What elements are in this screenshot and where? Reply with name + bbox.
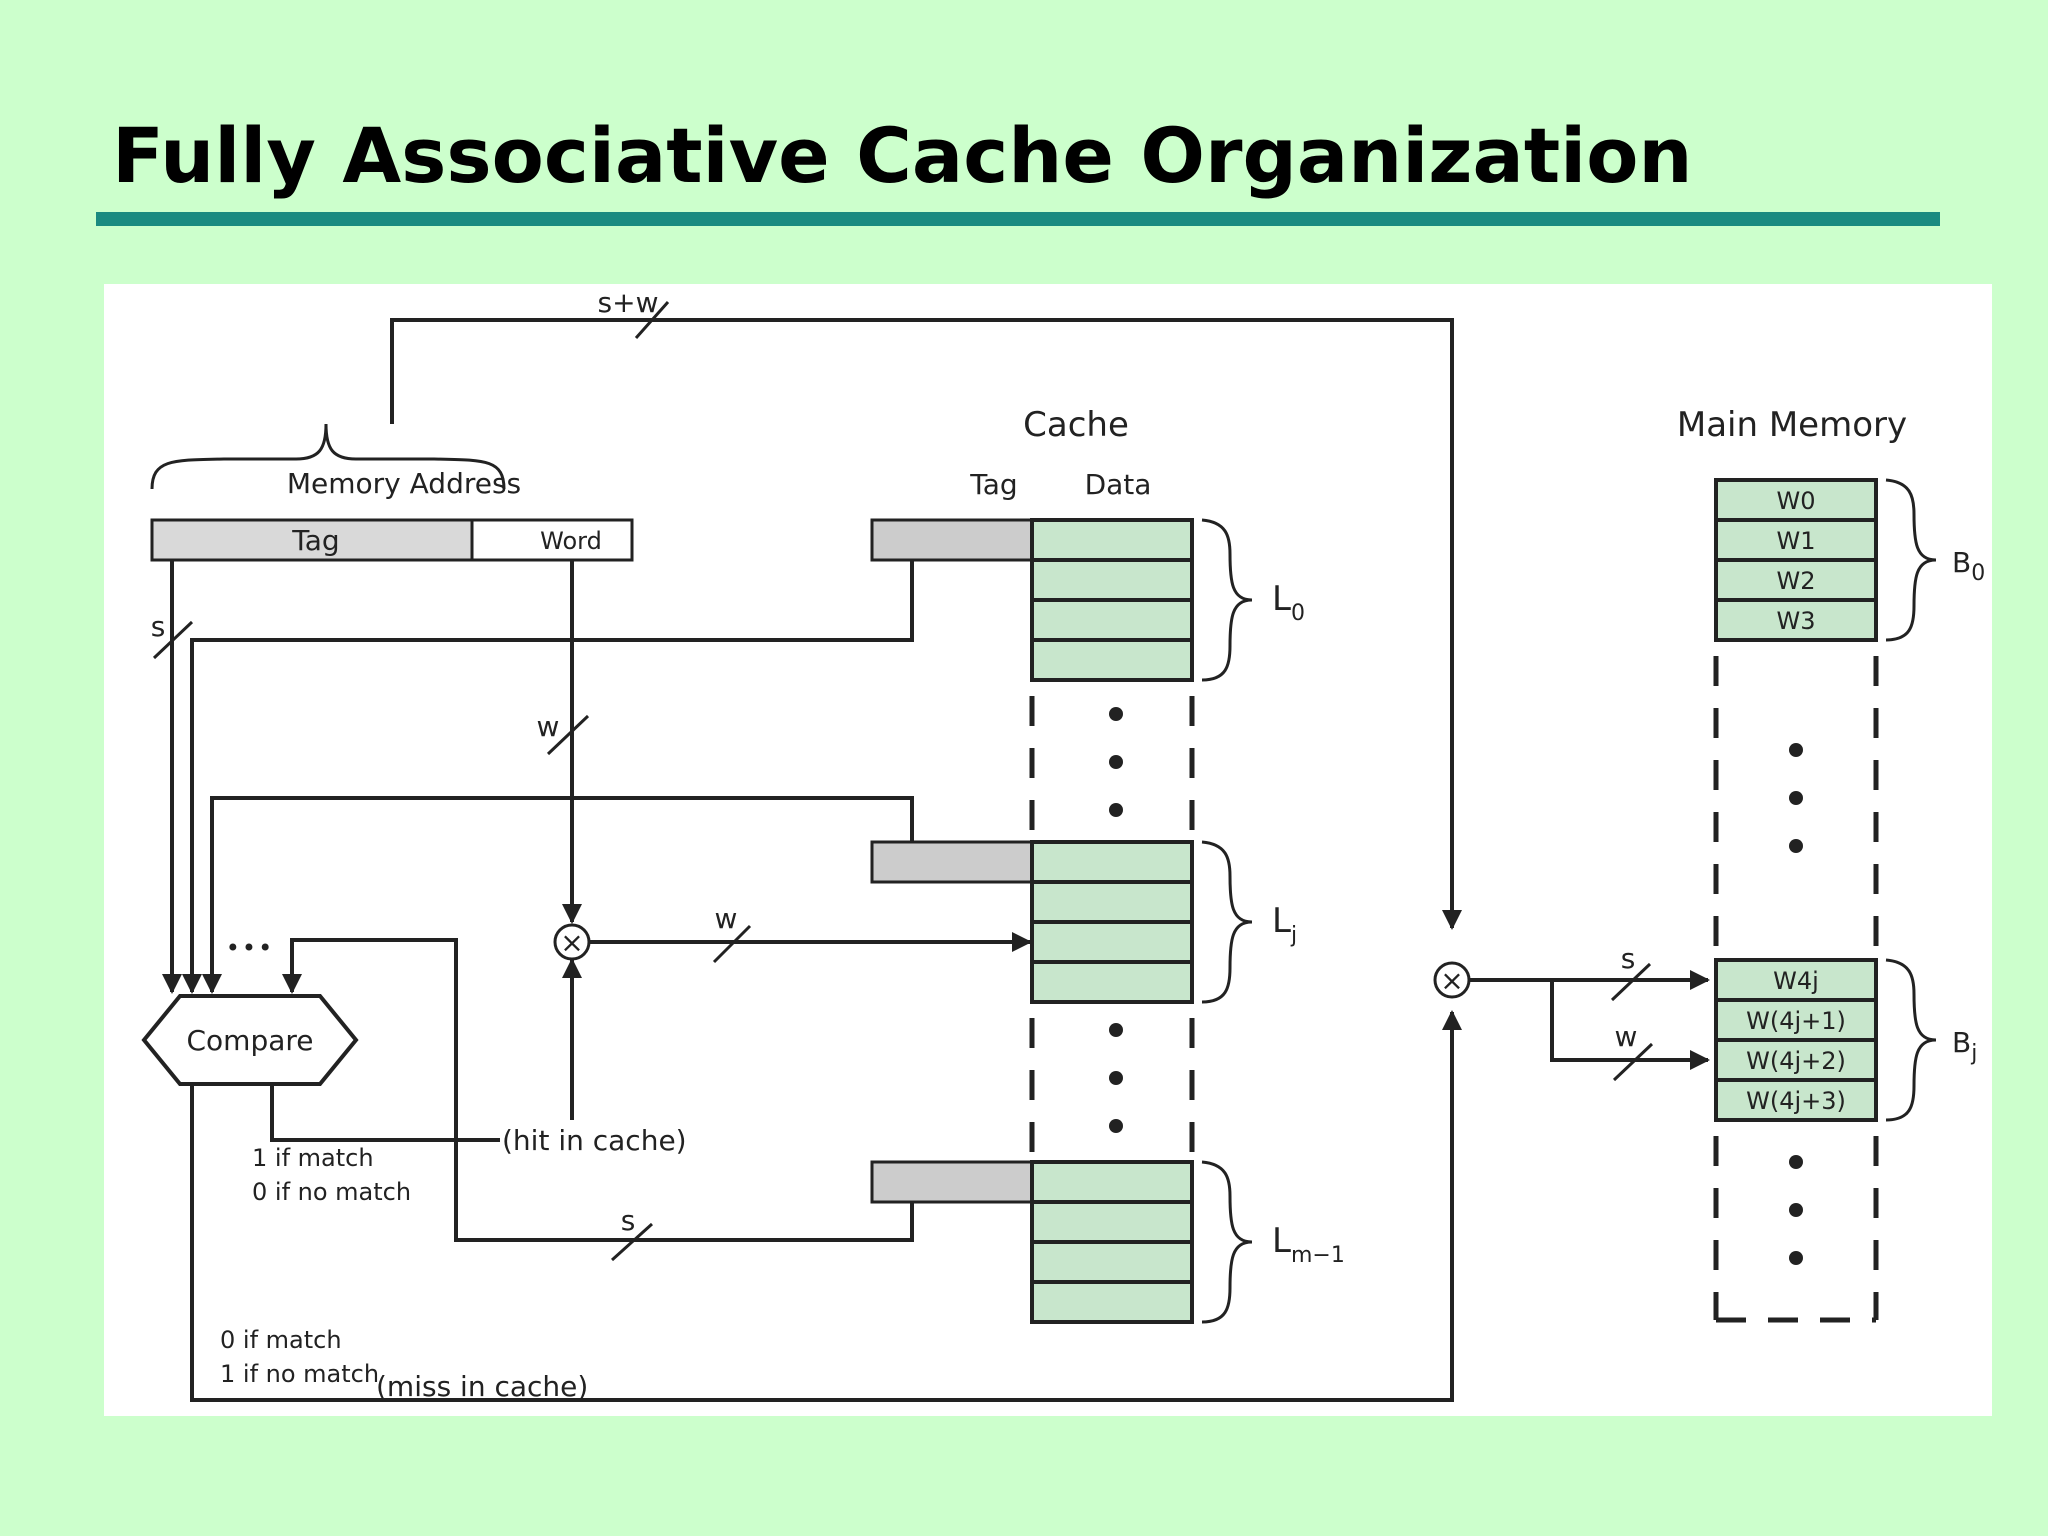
word-mux-symbol: × [560, 926, 583, 959]
s-line-slash [610, 1222, 654, 1262]
s-mem-slash [1610, 962, 1652, 1002]
cache-line-lj-label: Lj [1272, 901, 1297, 948]
mem-word: W0 [1777, 487, 1816, 515]
cache-line-lm1-label: Lm−1 [1272, 1221, 1345, 1268]
w-mem-slash [1612, 1042, 1654, 1082]
cache-ellipsis-dot [1109, 1023, 1123, 1037]
s-line-label: s [621, 1204, 636, 1237]
mem-word: W3 [1777, 607, 1816, 635]
cache-tag-col-label: Tag [969, 468, 1017, 501]
s-plus-w-label: s+w [598, 286, 659, 319]
s-plus-w-slash [634, 301, 670, 339]
tag0-line [182, 560, 914, 994]
diagram-panel: Memory Address Tag Word s+w s w s ••• Co… [104, 284, 1992, 1416]
slide-title: Fully Associative Cache Organization [112, 111, 1693, 200]
tag-bus-label: s [151, 610, 166, 643]
hit-value-2: 0 if no match [252, 1178, 411, 1206]
cache-ellipsis-dot [1109, 755, 1123, 769]
cache-line-lm1 [870, 1160, 1253, 1324]
mem-word: W1 [1777, 527, 1816, 555]
word-bus-slash [546, 714, 590, 756]
cache-ellipsis-dot [1109, 707, 1123, 721]
memory-address-label: Memory Address [287, 467, 521, 500]
compare-block [141, 994, 359, 1086]
cache-line-l0-label: L0 [1272, 579, 1305, 626]
mem-word: W4j [1773, 967, 1819, 995]
hit-signal-line [270, 1084, 500, 1142]
w-mem-label: w [1615, 1020, 1638, 1053]
address-tag-label: Tag [291, 524, 339, 557]
w-data-slash [712, 924, 752, 964]
miss-value-2: 1 if no match [220, 1360, 379, 1388]
memory-block-bj-label: Bj [1952, 1026, 1977, 1066]
memory-ellipsis-dot [1789, 1155, 1803, 1169]
mem-word: W(4j+3) [1746, 1087, 1846, 1115]
compare-ellipsis: ••• [226, 934, 274, 962]
title-underline [96, 212, 1940, 226]
mux-to-w4j2 [1550, 980, 1710, 1070]
cache-diagram: Memory Address Tag Word s+w s w s ••• Co… [141, 286, 1985, 1403]
memory-block-b0 [1714, 478, 1937, 642]
compare-label: Compare [186, 1024, 313, 1057]
mem-word: W2 [1777, 567, 1816, 595]
memory-mux-symbol: × [1440, 964, 1463, 997]
w-data-label: w [715, 902, 738, 935]
tagm-line [282, 938, 914, 1242]
miss-signal-line [190, 1010, 1462, 1402]
memory-address-brace [150, 423, 506, 490]
mem-word: W(4j+2) [1746, 1047, 1846, 1075]
tagj-line [202, 796, 914, 994]
memory-ellipsis-dot [1789, 1251, 1803, 1265]
memory-block-b0-label: B0 [1952, 546, 1985, 586]
miss-value-1: 0 if match [220, 1326, 342, 1354]
mem-word: W(4j+1) [1746, 1007, 1846, 1035]
memory-ellipsis-dot [1789, 1203, 1803, 1217]
cache-data-col-label: Data [1085, 468, 1152, 501]
main-memory-label: Main Memory [1677, 405, 1907, 445]
miss-signal-label: (miss in cache) [376, 1370, 588, 1403]
tag-bus-slash [152, 620, 194, 660]
cache-ellipsis-dot [1109, 1071, 1123, 1085]
hit-value-1: 1 if match [252, 1144, 374, 1172]
s-mem-label: s [1621, 942, 1636, 975]
memory-ellipsis-dot [1789, 839, 1803, 853]
cache-line-l0 [870, 518, 1253, 682]
cache-ellipsis-dot [1109, 803, 1123, 817]
memory-ellipsis-dot [1789, 743, 1803, 757]
address-word-field [470, 518, 634, 562]
hit-signal-label: (hit in cache) [502, 1124, 687, 1157]
memory-block-bj [1714, 958, 1937, 1122]
cache-label: Cache [1023, 405, 1129, 445]
word-bus-label: w [537, 710, 560, 743]
address-word-label: Word [540, 527, 602, 555]
cache-ellipsis-dot [1109, 1119, 1123, 1133]
cache-line-lj [870, 840, 1253, 1004]
s-plus-w-bus [390, 318, 1462, 930]
memory-ellipsis-dot [1789, 791, 1803, 805]
